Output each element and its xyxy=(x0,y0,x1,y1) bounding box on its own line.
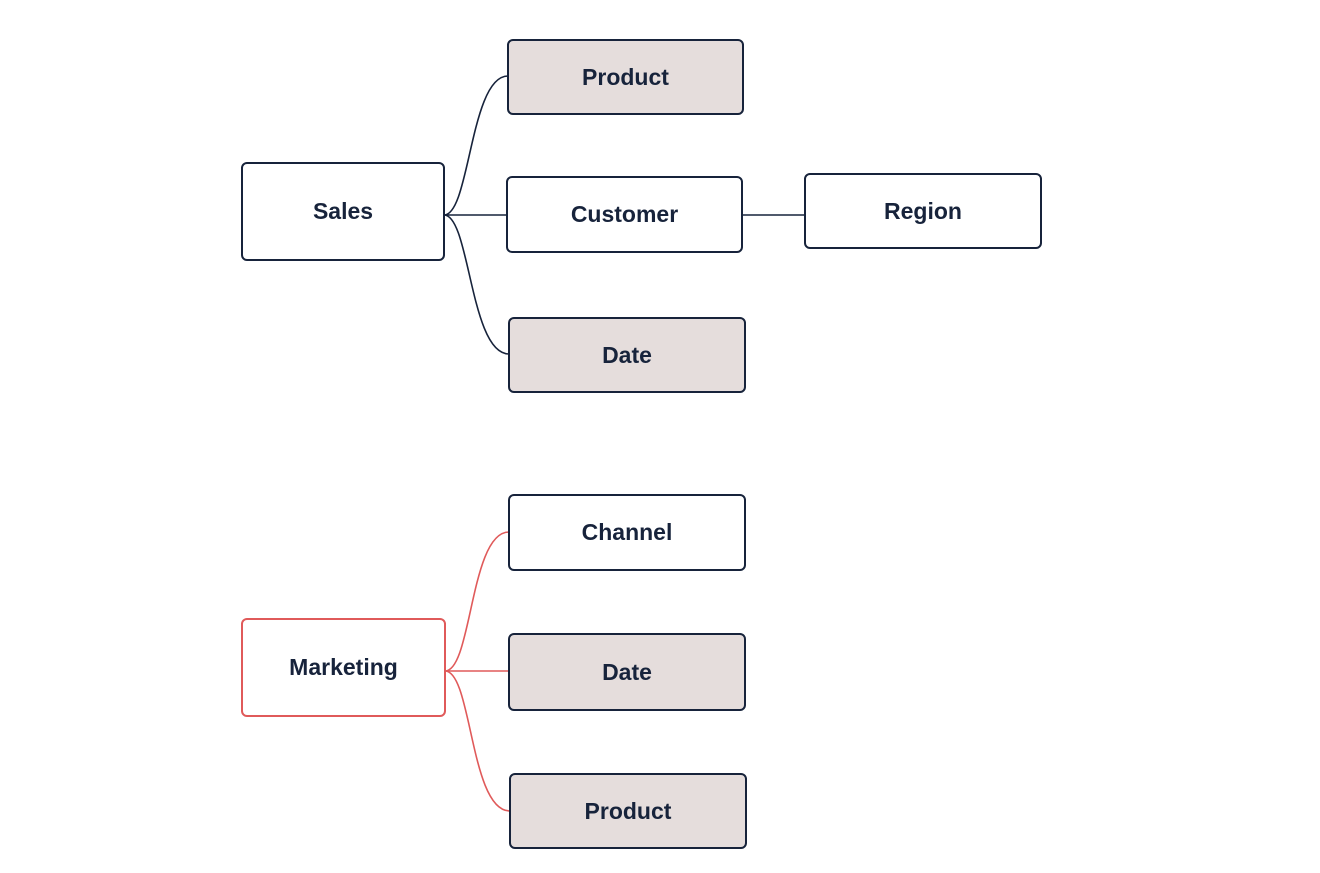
node-label: Customer xyxy=(570,201,679,227)
node-marketing-date[interactable]: Date xyxy=(508,633,746,711)
node-label: Channel xyxy=(581,519,673,545)
node-label: Sales xyxy=(312,198,374,224)
node-label: Product xyxy=(584,797,672,824)
node-marketing-product[interactable]: Product xyxy=(509,773,747,849)
node-sales[interactable]: Sales xyxy=(241,162,445,261)
node-region[interactable]: Region xyxy=(804,173,1042,249)
node-marketing[interactable]: Marketing xyxy=(241,618,446,717)
link-marketing-product xyxy=(444,670,511,812)
node-sales-date[interactable]: Date xyxy=(508,317,746,393)
node-label: Marketing xyxy=(289,654,398,680)
link-sales-date xyxy=(443,214,510,355)
node-marketing-channel[interactable]: Channel xyxy=(508,494,746,571)
link-sales-product xyxy=(443,75,509,216)
node-label: Date xyxy=(602,341,652,368)
node-label: Date xyxy=(602,658,652,685)
node-sales-product[interactable]: Product xyxy=(507,39,744,115)
node-label: Region xyxy=(884,197,962,224)
link-marketing-channel xyxy=(444,531,510,672)
node-label: Product xyxy=(582,63,669,90)
node-sales-customer[interactable]: Customer xyxy=(506,176,743,253)
